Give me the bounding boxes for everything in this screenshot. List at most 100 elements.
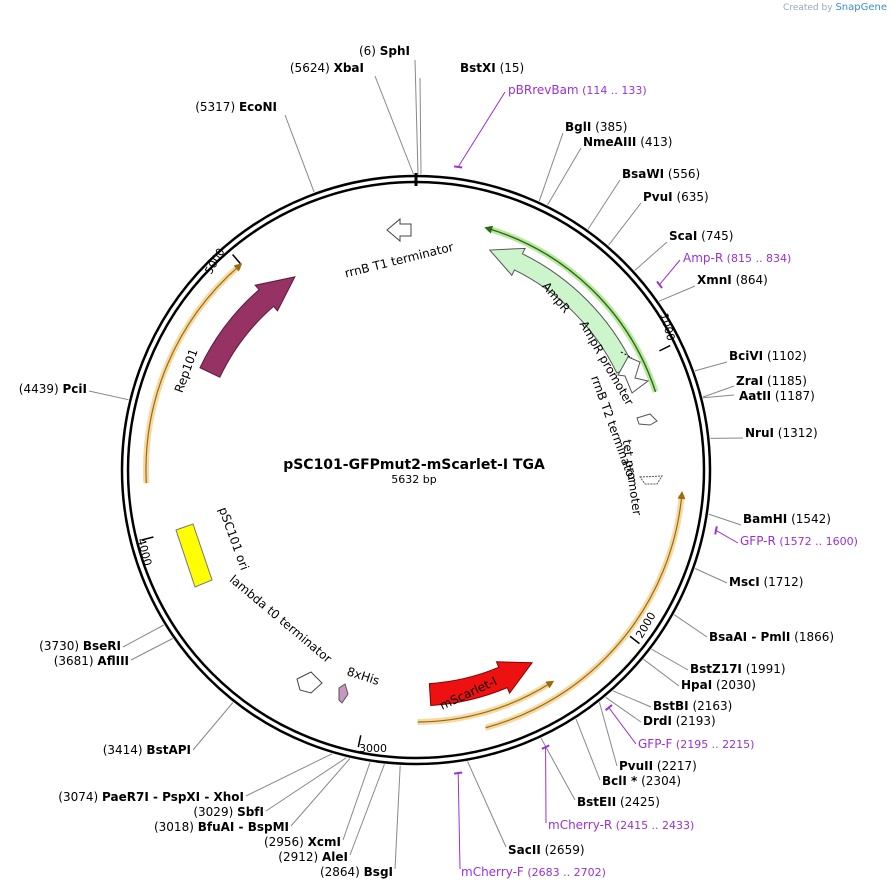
site-leader [394,765,401,870]
site-leader [245,753,333,797]
site-position: (2956) [264,835,308,849]
site-position: (1187) [771,389,815,403]
site-sacii: SacII (2659) [508,843,585,857]
primer-range: (2415 .. 2433) [612,819,694,832]
site-bcli: BclI * (2304) [602,774,681,788]
primer-leader [659,259,681,286]
site-position: (6) [359,44,380,58]
site-position: (413) [636,135,672,149]
site-position: (3681) [54,654,98,668]
primer-mcherry-f: mCherry-F (2683 .. 2702) [461,865,606,879]
site-nrui: NruI (1312) [745,426,818,440]
orf-line [145,263,243,484]
site-enzyme: BsaWI [622,167,664,181]
site-enzyme: ZraI [736,374,763,388]
site-leader [538,132,564,202]
site-enzyme: SphI [380,44,410,58]
site-enzyme: NmeAIII [583,135,636,149]
site-leader [587,179,621,230]
site-bstbi: BstBI (2163) [653,699,732,713]
site-enzyme: XmnI [697,273,732,287]
site-leader [547,147,582,206]
site-leader [608,202,642,246]
site-enzyme: BstXI [460,61,496,75]
site-position: (3074) [58,790,102,804]
site-leader [673,614,708,638]
site-leader [598,702,618,767]
site-enzyme: AatII [739,389,771,403]
site-position: (1102) [763,349,807,363]
feature-label-lambda-t0-terminator: lambda t0 terminator [227,572,335,665]
site-bfuai-bspmi: (3018) BfuAI - BspMI [154,820,289,834]
site-position: (2659) [541,843,585,857]
site-hpai: HpaI (2030) [681,678,756,692]
site-xmni: XmnI (864) [697,273,768,287]
site-position: (3018) [154,820,198,834]
feature-ampr [488,247,634,374]
feature-lambda-t0-arrow [296,671,323,694]
site-enzyme: BciVI [729,349,763,363]
site-enzyme: PaeR7I - PspXI - XhoI [102,790,244,804]
site-position: (635) [673,190,709,204]
site-leader [643,658,680,687]
snapgene-credit: Created by SnapGene [783,2,887,13]
site-leader [265,757,347,812]
site-bamhi: BamHI (1542) [743,512,831,526]
site-leader [702,394,735,399]
site-enzyme: XcmI [308,835,341,849]
primer-mark [656,280,663,289]
primer-pbrrevbam: pBRrevBam (114 .. 133) [508,83,647,97]
scale-tick [659,344,671,352]
feature-8xhis [338,683,349,704]
site-leader [419,77,422,175]
site-enzyme: BamHI [743,512,787,526]
site-enzyme: NruI [745,426,774,440]
primer-range: (1572 .. 1600) [776,535,858,548]
site-pvuii: PvuII (2217) [619,759,697,773]
site-aatii: AatII (1187) [739,389,815,403]
feature-rrnb-t1-arrow [386,217,412,243]
site-leader [122,624,165,648]
site-leader [702,385,735,398]
site-enzyme: MscI [729,575,760,589]
orf-line [417,680,555,723]
site-position: (5624) [290,61,334,75]
site-leader [605,696,642,723]
site-sphi: (6) SphI [359,44,410,58]
site-paer7i-pspxi-xhoi: (3074) PaeR7I - PspXI - XhoI [58,790,244,804]
site-pvui: PvuI (635) [643,190,709,204]
site-enzyme: BsgI [364,865,393,879]
site-position: (2030) [712,678,756,692]
site-bseri: (3730) BseRI [39,639,121,653]
primer-leader [608,707,637,745]
site-position: (556) [664,167,700,181]
site-leader [708,513,742,526]
site-leader [612,690,652,708]
site-leader [634,241,668,271]
snapgene-logo: SnapGene [835,2,887,13]
scale-tick [629,635,640,645]
site-leader [467,761,507,848]
feature-rrnb-t2-arrow [636,413,658,426]
feature-label-8xhis: 8xHis [345,664,381,688]
site-leader [540,738,576,801]
site-position: (385) [591,120,627,134]
feature-ampr-promoter-arrow [617,356,650,394]
site-leader [88,390,129,401]
primer-range: (815 .. 834) [723,252,791,265]
primer-name: Amp-R [683,251,723,265]
site-enzyme: BstAPI [146,743,191,757]
primer-name: GFP-R [740,534,776,548]
site-position: (2304) [637,774,681,788]
site-enzyme: PvuI [643,190,673,204]
site-bstz17i: BstZ17I (1991) [690,662,786,676]
primer-name: GFP-F [638,737,673,751]
primer-name: pBRrevBam [508,83,579,97]
site-econi: (5317) EcoNI [195,100,277,114]
primer-gfp-r: GFP-R (1572 .. 1600) [740,534,858,548]
site-position: (3029) [193,805,237,819]
site-nmeaiii: NmeAIII (413) [583,135,672,149]
site-enzyme: AleI [322,850,348,864]
site-position: (2193) [672,714,716,728]
orf-line [485,491,686,729]
